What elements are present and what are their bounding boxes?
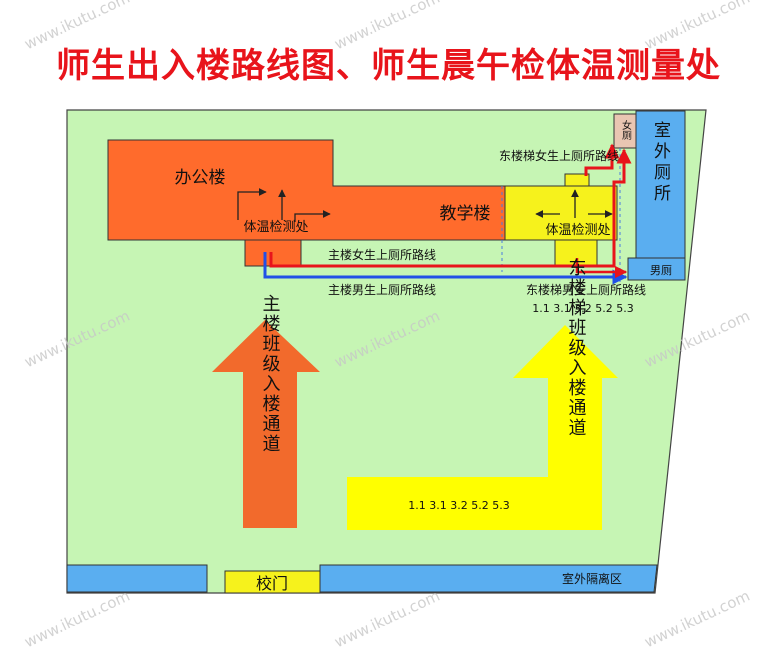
route-main-girls-label: 主楼女生上厕所路线 bbox=[328, 247, 436, 262]
temp-check-east-label: 体温检测处 bbox=[545, 223, 610, 238]
gate-label: 校门 bbox=[256, 574, 288, 593]
route-east-girls-line bbox=[584, 143, 620, 176]
toilet-men bbox=[627, 257, 686, 281]
route-main-boys-line bbox=[263, 252, 628, 285]
office-building-label: 办公楼 bbox=[175, 168, 226, 188]
main-entry-arrow bbox=[212, 320, 320, 528]
office-exit-arrows bbox=[237, 188, 331, 222]
east-wing bbox=[504, 185, 618, 241]
main-entry-label: 主楼班级入楼通道 bbox=[260, 294, 281, 454]
isolation-label: 室外隔离区 bbox=[562, 571, 622, 586]
office-entrance bbox=[244, 239, 302, 267]
teaching-building-label: 教学楼 bbox=[440, 204, 491, 224]
route-east-boys-line bbox=[575, 258, 628, 279]
route-main-boys-label: 主楼男生上厕所路线 bbox=[328, 282, 436, 297]
east-entry-classes: 1.1 3.1 3.2 5.2 5.3 bbox=[408, 499, 509, 512]
east-wing-north-stair bbox=[564, 173, 590, 187]
east-entry-label: 东楼梯班级入楼通道 bbox=[566, 258, 587, 438]
toilet-men-label: 男厕 bbox=[650, 264, 672, 277]
east-exit-arrows bbox=[535, 189, 613, 218]
toilet-women-label: 女厕 bbox=[620, 119, 632, 141]
page-title: 师生出入楼路线图、师生晨午检体温测量处 bbox=[56, 46, 721, 86]
east-boys-classes: 1.1 3.1 3.2 5.2 5.3 bbox=[532, 302, 633, 315]
bottom-wall-left bbox=[66, 564, 208, 593]
east-entry-arrow bbox=[347, 325, 618, 530]
route-east-boys-label: 东楼梯男生上厕所路线 bbox=[526, 282, 646, 297]
route-main-girls-line bbox=[269, 148, 632, 268]
temp-check-office-label: 体温检测处 bbox=[243, 220, 308, 235]
route-east-girls-label: 东楼梯女生上厕所路线 bbox=[499, 148, 619, 163]
isolation-zone bbox=[319, 564, 658, 593]
toilet-outdoor-label: 室外厕所 bbox=[650, 121, 671, 205]
toilet-outdoor bbox=[635, 110, 686, 259]
